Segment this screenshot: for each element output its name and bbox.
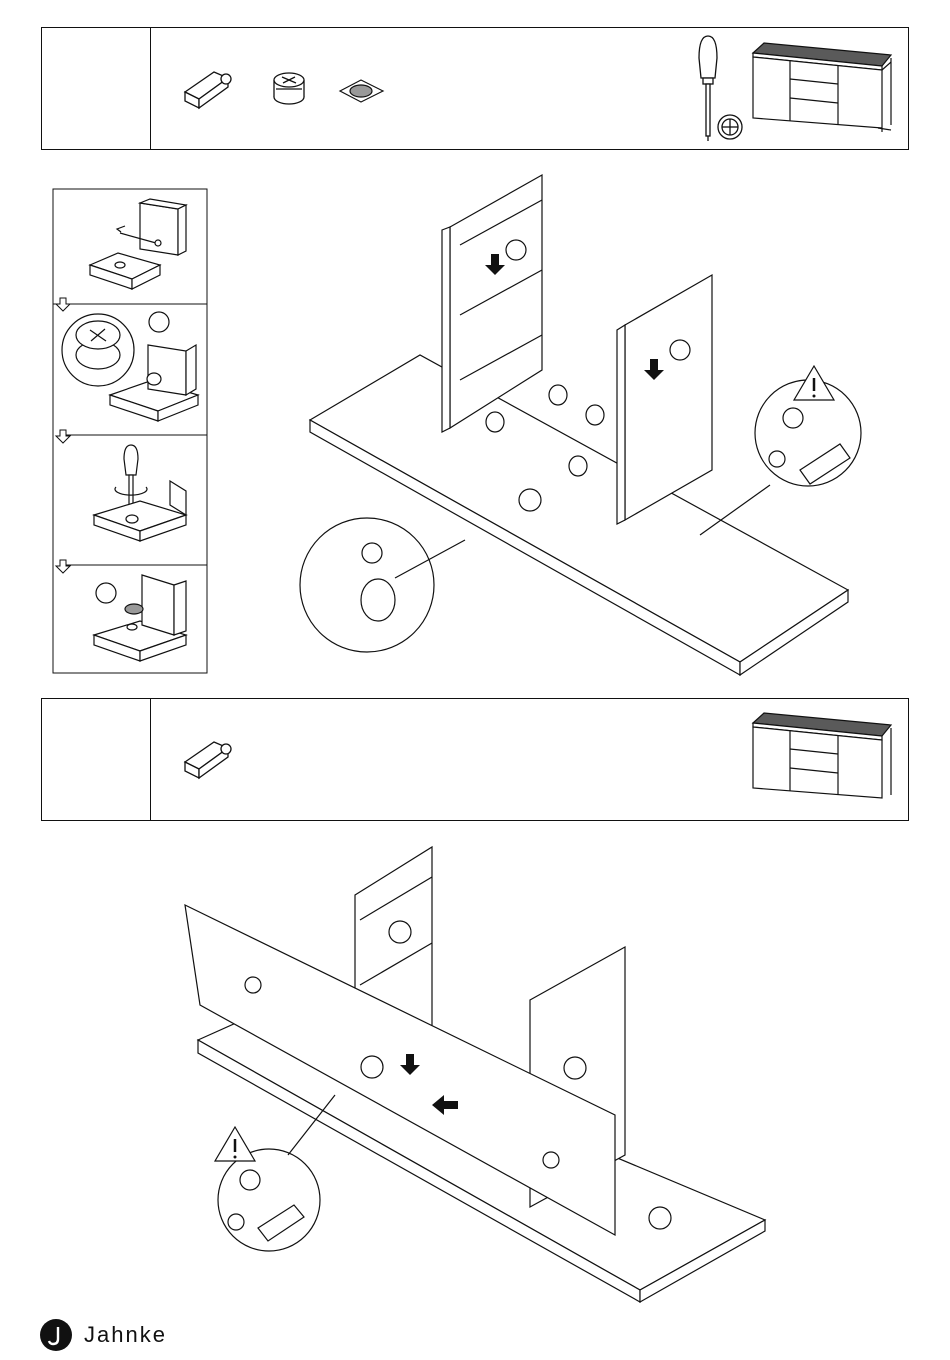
right-side-panel [625, 275, 712, 520]
detail-insert-dowel [90, 199, 186, 289]
step-2-parts-illustration [0, 690, 950, 820]
step-2-assembly-drawing [170, 835, 820, 1315]
cam-lock-part-icon [274, 73, 304, 104]
detail-apply-cover-cap [94, 575, 186, 661]
phillips-drive-icon [718, 115, 742, 139]
cam-bolt-part-icon [185, 742, 231, 778]
step-1-assembly-drawing [280, 170, 930, 690]
detail-fit-cam-lock [62, 312, 198, 421]
cover-cap-part-icon [340, 80, 383, 102]
cam-lock-detail-sequence [50, 185, 260, 675]
brand-logo-icon [40, 1319, 72, 1351]
sideboard-thumbnail-icon [753, 713, 891, 798]
step-1-parts-illustration [0, 0, 950, 160]
brand-logo: Jahnke [40, 1318, 167, 1352]
sideboard-thumbnail-icon [753, 43, 891, 132]
detail-tighten-cam [94, 445, 186, 541]
left-side-panel [450, 175, 542, 428]
cam-bolt-part-icon [185, 72, 231, 108]
brand-name: Jahnke [84, 1322, 167, 1348]
screwdriver-tool-icon [699, 36, 717, 141]
